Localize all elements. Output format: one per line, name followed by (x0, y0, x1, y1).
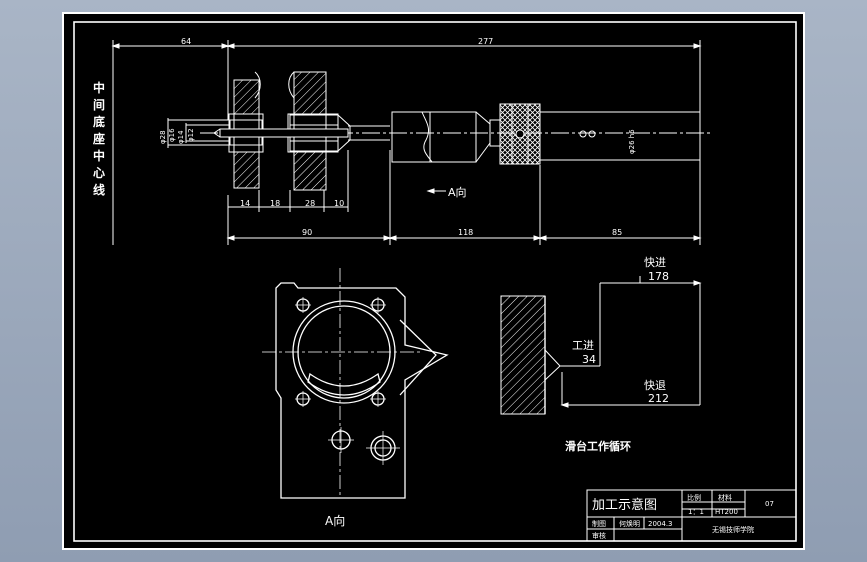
dim-277: 277 (478, 37, 493, 46)
side-char: 心 (93, 166, 105, 180)
side-char: 座 (92, 131, 105, 146)
drawn-date: 2004.3 (648, 520, 673, 528)
title-block-texts: 加工示意图 比例 1：1 材料 HT200 07 制图 何焕明 2004.3 审… (592, 493, 774, 540)
side-char: 线 (93, 182, 105, 197)
sheet-number: 07 (765, 500, 774, 508)
material-header: 材料 (718, 493, 732, 502)
dim-85: 85 (612, 228, 622, 237)
side-label: 中 间 底 座 中 心 线 (92, 80, 105, 197)
side-char: 中 (93, 80, 105, 95)
slide-cycle-diagram (500, 276, 702, 415)
bore-outer (292, 300, 396, 404)
drawn-name: 何焕明 (619, 519, 640, 528)
dim-10: 10 (334, 199, 344, 208)
scale-value: 1：1 (688, 508, 704, 516)
work-feed-value: 34 (582, 353, 596, 366)
side-char: 间 (93, 97, 105, 112)
checked-label: 审核 (592, 531, 606, 540)
dim-18: 18 (270, 199, 280, 208)
view-arrow-label: A向 (448, 185, 467, 199)
cycle-texts: 快进 178 工进 34 快退 212 滑台工作循环 (565, 256, 669, 453)
dim-phi-right: φ26 h6 (628, 129, 636, 154)
fast-return-label: 快退 (644, 379, 666, 392)
cycle-caption: 滑台工作循环 (565, 439, 631, 453)
dim-phi16: φ16 (168, 128, 176, 142)
fast-return-value: 212 (648, 392, 669, 405)
view-a (262, 268, 449, 499)
dim-phi12: φ12 (187, 128, 195, 142)
side-char: 中 (93, 148, 105, 163)
top-assembly (111, 40, 712, 245)
drill-bit (219, 128, 349, 138)
view-label: A向 (325, 513, 345, 528)
work-feed-label: 工进 (572, 339, 594, 352)
top-dimension-texts: 64 277 14 18 28 10 90 118 85 φ28 φ16 φ14… (159, 37, 636, 237)
drawing-title: 加工示意图 (592, 497, 657, 513)
inner-frame (73, 21, 797, 542)
scale-header: 比例 (687, 493, 701, 502)
fast-forward-label: 快进 (644, 256, 666, 269)
dim-phi14: φ14 (177, 130, 185, 144)
side-char: 底 (93, 114, 105, 129)
dim-14: 14 (240, 199, 250, 208)
workpiece-hatch (500, 295, 546, 415)
bore-inner (297, 305, 391, 399)
sheet-background (62, 12, 805, 550)
fast-forward-value: 178 (648, 270, 669, 283)
dim-28: 28 (305, 199, 315, 208)
material-value: HT200 (715, 508, 738, 516)
dim-64: 64 (181, 37, 191, 46)
dim-phi28: φ28 (159, 130, 167, 144)
dim-118: 118 (458, 228, 473, 237)
drawn-label: 制图 (592, 519, 606, 528)
spindle-shaft (539, 111, 701, 161)
fixture-outline (275, 282, 449, 499)
title-block (586, 489, 797, 542)
school-name: 无锡技师学院 (712, 525, 754, 534)
dim-90: 90 (302, 228, 312, 237)
